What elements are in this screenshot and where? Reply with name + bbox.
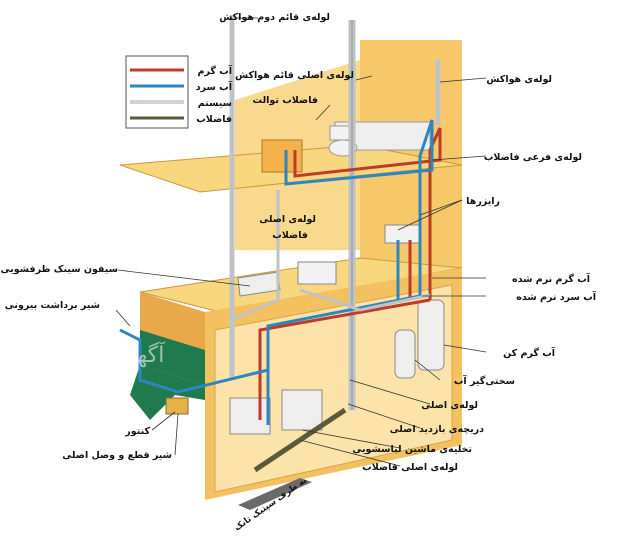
label-risers: رایزرها: [466, 196, 500, 207]
label-branch-drain: لوله‌ی فرعی فاضلاب: [484, 152, 582, 163]
basement-room: [214, 284, 453, 493]
lawn: [130, 365, 205, 420]
legend-label-cold: آب سرد: [196, 80, 233, 93]
toilet-tank-icon: [329, 125, 351, 141]
system-pipe-branch: [299, 288, 431, 312]
hot-water-pipe-main: [293, 127, 442, 300]
lawn-edge: [140, 330, 205, 385]
water-softener-icon: [394, 329, 416, 379]
middle-toilet-icon: [297, 261, 337, 285]
label-main-drain-line: لوله‌ی اصلی فاضلاب: [362, 462, 458, 473]
watermark: آگهی سرا: [76, 341, 166, 368]
label-softened-hot: آب گرم نرم شده: [512, 272, 591, 285]
cold-water-pipe-basement: [266, 294, 421, 425]
label-main-vent-stack: لوله‌ی اصلی قائم هواکش: [235, 70, 354, 81]
label-softened-cold: آب سرد نرم شده: [516, 290, 596, 303]
label-main-pipe: لوله‌ی اصلی: [421, 400, 478, 411]
cold-water-pipe-main: [284, 119, 434, 296]
label-secondary-vent: لوله‌ی قائم دوم هواکش: [219, 12, 330, 23]
label-main-shutoff: شیر قطع و وصل اصلی: [62, 450, 172, 461]
legend-label-system: سیستم: [198, 98, 232, 109]
system-pipe-top: [231, 190, 280, 322]
kitchen-sink-icon: [237, 271, 281, 297]
label-vent-pipe: لوله‌ی هواکش: [486, 74, 552, 85]
label-main-drain-pipe-2: فاضلاب: [272, 230, 308, 241]
label-outdoor-faucet: شیر برداشت بیرونی: [5, 300, 100, 311]
hot-water-pipe-basement: [258, 298, 431, 420]
sewer-trench: [238, 478, 312, 510]
label-water-heater: آب گرم کن: [503, 346, 556, 359]
label-sink-trap: سیفون سینک ظرفشویی: [1, 264, 118, 275]
label-washer-drain: تخلیه‌ی ماشین لباسشویی: [352, 444, 472, 455]
washer-icon: [229, 397, 271, 435]
label-main-drain-pipe-1: لوله‌ی اصلی: [259, 214, 316, 225]
legend-box: [125, 55, 189, 129]
label-cleanout: دریچه‌ی بازدید اصلی: [390, 424, 484, 435]
leader-lines: [115, 17, 487, 467]
legend-label-hot: آب گرم: [197, 64, 232, 77]
label-water-softener: سختی‌گیر آب: [454, 374, 515, 387]
label-meter: کنتور: [124, 426, 150, 437]
cold-water-service: [119, 328, 269, 394]
label-toilet-drain: فاضلاب توالت: [253, 95, 318, 106]
water-heater-icon: [417, 299, 445, 371]
legend-label-drain: فاضلاب: [196, 114, 232, 125]
meter-icon: [165, 397, 189, 415]
dryer-icon: [281, 389, 323, 431]
